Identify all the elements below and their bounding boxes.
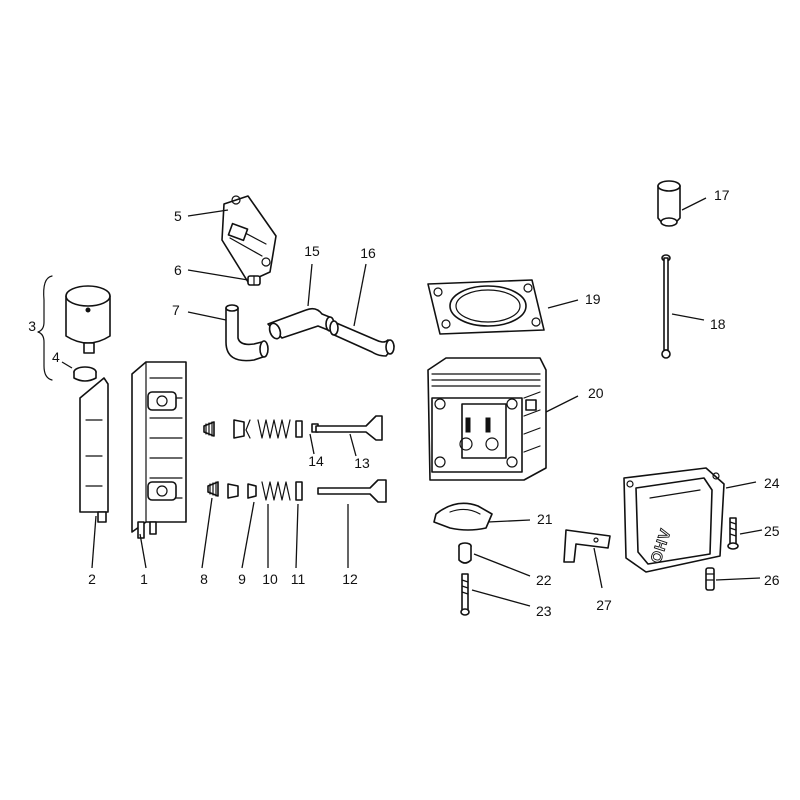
part-label-4: 4 [52, 349, 60, 365]
part-17-cap [657, 180, 681, 227]
part-label-10: 10 [262, 571, 278, 587]
part-label-16: 16 [360, 245, 376, 261]
part-label-5: 5 [174, 208, 182, 224]
leader-lines [61, 197, 763, 607]
part-label-13: 13 [354, 455, 370, 471]
part-16-hose [329, 320, 395, 357]
part-label-8: 8 [200, 571, 208, 587]
part-label-7: 7 [172, 302, 180, 318]
part-2-gasket [79, 377, 109, 523]
part-label-18: 18 [710, 316, 726, 332]
part-22-pivot [458, 542, 472, 564]
part-label-2: 2 [88, 571, 96, 587]
part-label-1: 1 [140, 571, 148, 587]
part-27-bracket [563, 529, 611, 563]
part-label-17: 17 [714, 187, 730, 203]
part-1-cylinder-block [131, 361, 187, 539]
valve-train-upper [203, 415, 383, 441]
part-label-6: 6 [174, 262, 182, 278]
part-5-rocker-cover [221, 195, 277, 283]
part-label-22: 22 [536, 572, 552, 588]
part-label-19: 19 [585, 291, 601, 307]
part-label-12: 12 [342, 571, 358, 587]
part-25-bolt [727, 517, 739, 550]
part-label-9: 9 [238, 571, 246, 587]
part-labels: 1 2 3 4 5 6 7 8 9 10 11 12 13 14 15 16 1… [28, 187, 780, 619]
part-label-11: 11 [291, 571, 306, 587]
part-18-push-rod [661, 254, 671, 359]
part-20-cylinder-head [427, 357, 547, 481]
valve-train-lower [207, 479, 387, 503]
part-7-bent-tube [225, 304, 269, 362]
part-6-screw [247, 275, 261, 286]
part-label-3: 3 [28, 318, 36, 334]
part-4-plug [73, 366, 97, 382]
part-label-24: 24 [764, 475, 780, 491]
part-label-20: 20 [588, 385, 604, 401]
part-label-26: 26 [764, 572, 780, 588]
part-label-14: 14 [308, 453, 324, 469]
part-label-27: 27 [596, 597, 612, 613]
part-label-25: 25 [764, 523, 780, 539]
part-label-23: 23 [536, 603, 552, 619]
part-21-rocker-arm [433, 502, 493, 531]
part-23-stud [460, 573, 470, 616]
part-label-21: 21 [537, 511, 553, 527]
part-24-ohv-cover: OHV [623, 467, 725, 573]
part-19-head-gasket [427, 279, 545, 335]
part-26-plug [705, 567, 715, 591]
part-label-15: 15 [304, 243, 320, 259]
part-3-air-filter [37, 275, 111, 381]
part-15-hose [267, 307, 335, 340]
